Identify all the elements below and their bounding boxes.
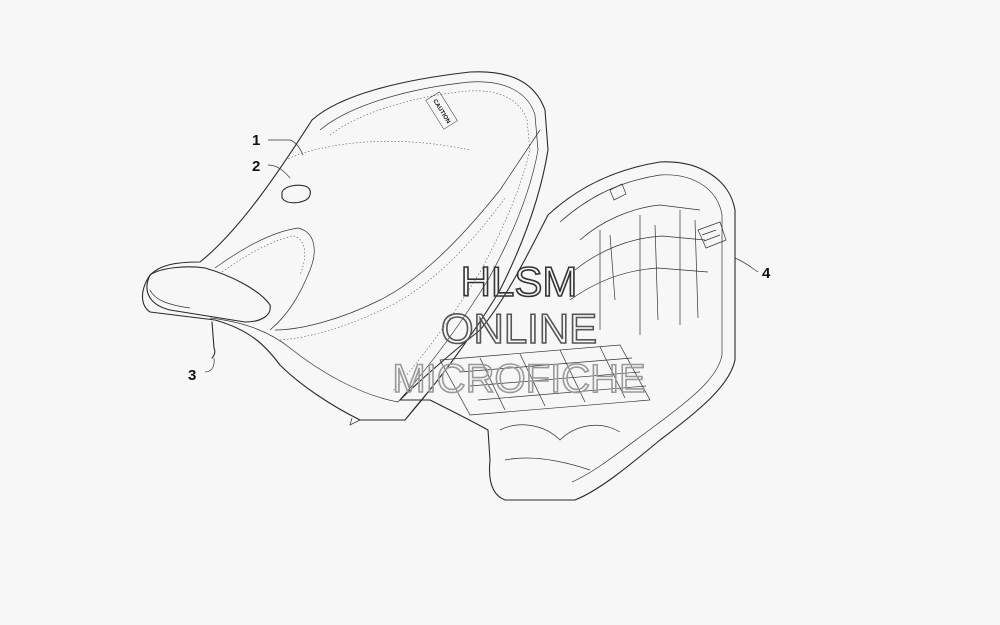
callout-1: 1 — [252, 132, 260, 149]
watermark-line-3: MICROFICHE — [392, 357, 645, 401]
seat-base-assembly — [399, 161, 736, 501]
callout-3: 3 — [188, 367, 196, 384]
seat-cover-outline — [209, 81, 539, 403]
callout-2: 2 — [252, 158, 260, 175]
watermark-line-2: ONLINE — [441, 305, 597, 352]
seat-caution-label: CAUTION — [431, 98, 451, 124]
watermark-line-1: HLSM — [461, 258, 578, 305]
seat-nose — [146, 266, 271, 323]
leader-lines — [204, 139, 759, 373]
callout-4: 4 — [762, 265, 771, 282]
base-logo — [697, 221, 727, 249]
watermark: HLSM ONLINE MICROFICHE — [392, 257, 647, 402]
seat-grab-hole — [281, 184, 311, 204]
base-outline — [399, 161, 736, 501]
seat-latch — [211, 321, 216, 359]
